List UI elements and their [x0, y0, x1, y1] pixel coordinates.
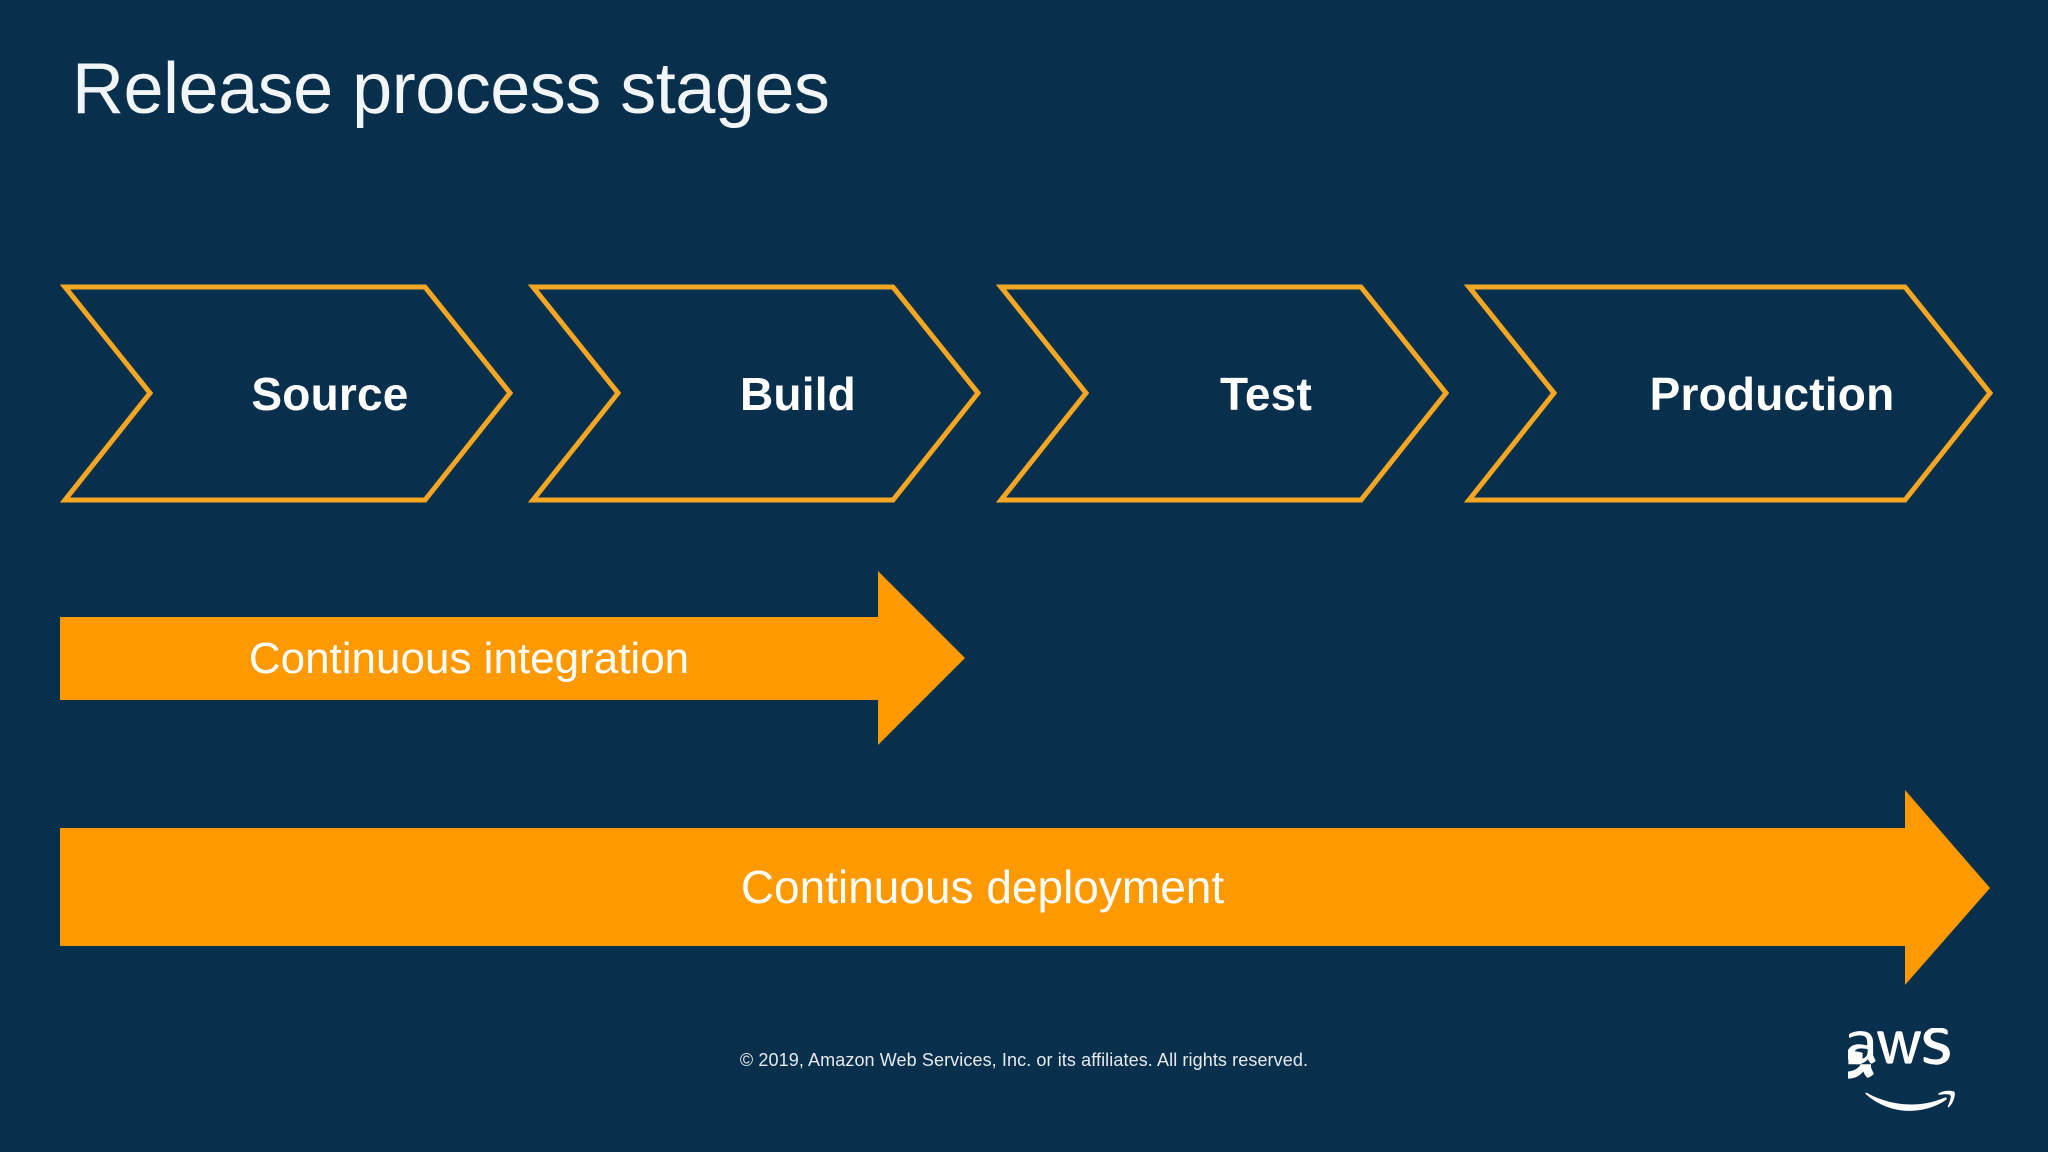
flow-label-continuous-deployment: Continuous deployment	[740, 861, 1225, 913]
page-title: Release process stages	[72, 49, 830, 129]
arrow-shape-continuous-integration	[60, 571, 965, 745]
copyright-notice: © 2019, Amazon Web Services, Inc. or its…	[739, 1050, 1309, 1070]
arrow-shape-continuous-deployment	[60, 790, 1990, 985]
aws-smile-logo	[1848, 1028, 1955, 1111]
flow-label-continuous-integration: Continuous integration	[248, 634, 690, 683]
